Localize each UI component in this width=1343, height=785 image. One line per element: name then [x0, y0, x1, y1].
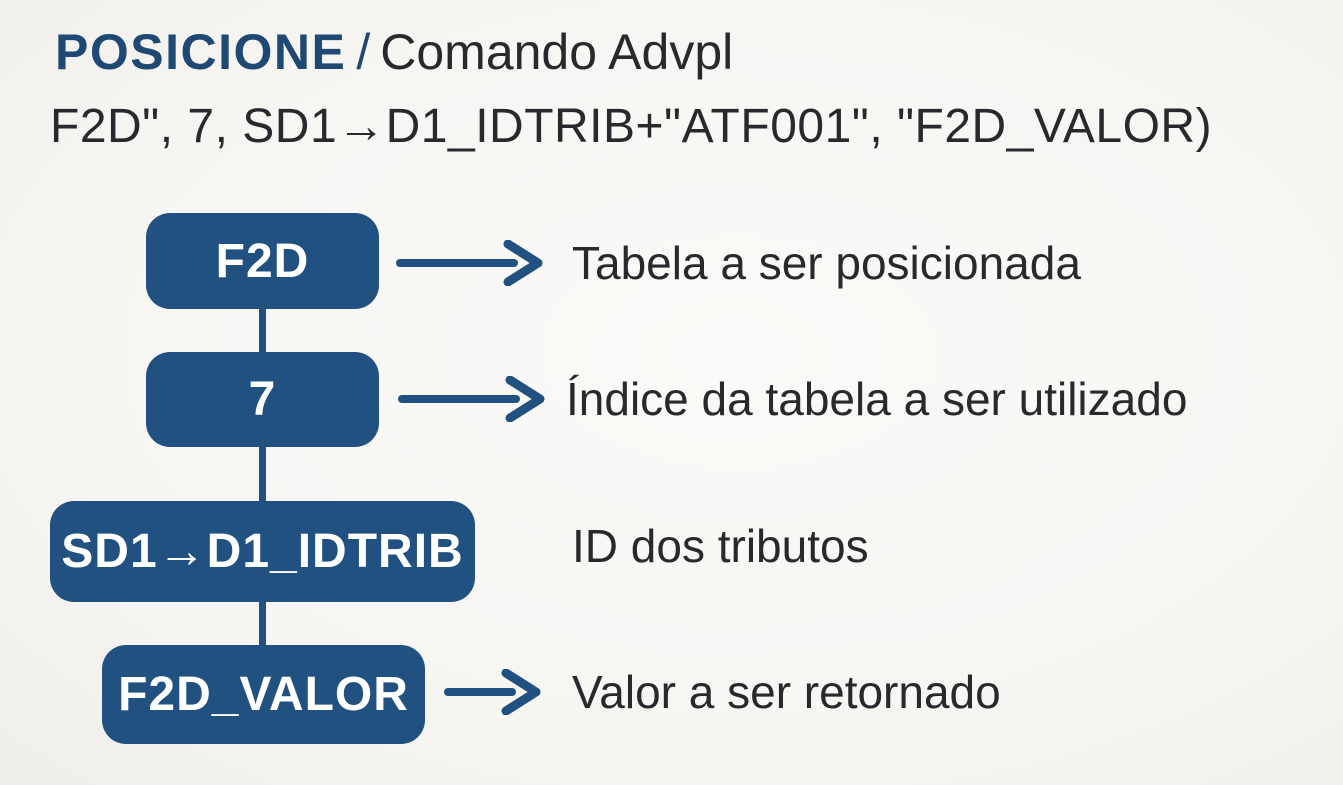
code-snippet: F2D", 7, SD1→D1_IDTRIB+"ATF001", "F2D_VA…: [50, 100, 1213, 153]
arrow-right-icon: [396, 240, 548, 286]
param-description: Índice da tabela a ser utilizado: [566, 373, 1188, 425]
param-description: Tabela a ser posicionada: [572, 237, 1081, 289]
param-box-return-field: F2D_VALOR: [102, 645, 425, 744]
connector-line: [259, 260, 266, 700]
title-command-name: POSICIONE: [55, 24, 347, 80]
page-title: POSICIONE/Comando Advpl: [55, 22, 1325, 82]
header: POSICIONE/Comando Advpl F2D", 7, SD1→D1_…: [50, 22, 1325, 156]
title-subtitle: Comando Advpl: [380, 24, 734, 80]
param-box-table: F2D: [146, 213, 379, 309]
param-box-label: 7: [248, 373, 277, 426]
param-box-label: F2D: [215, 234, 310, 288]
param-description: Valor a ser retornado: [572, 666, 1001, 718]
param-box-key-expression: SD1→D1_IDTRIB: [50, 501, 475, 602]
arrow-right-icon: [444, 669, 544, 715]
param-box-label: SD1→D1_IDTRIB: [61, 525, 464, 578]
param-description: ID dos tributos: [572, 520, 869, 572]
param-box-index: 7: [146, 352, 379, 447]
arrow-right-icon: [398, 376, 550, 422]
title-separator: /: [356, 24, 371, 80]
param-box-label: F2D_VALOR: [118, 668, 409, 721]
